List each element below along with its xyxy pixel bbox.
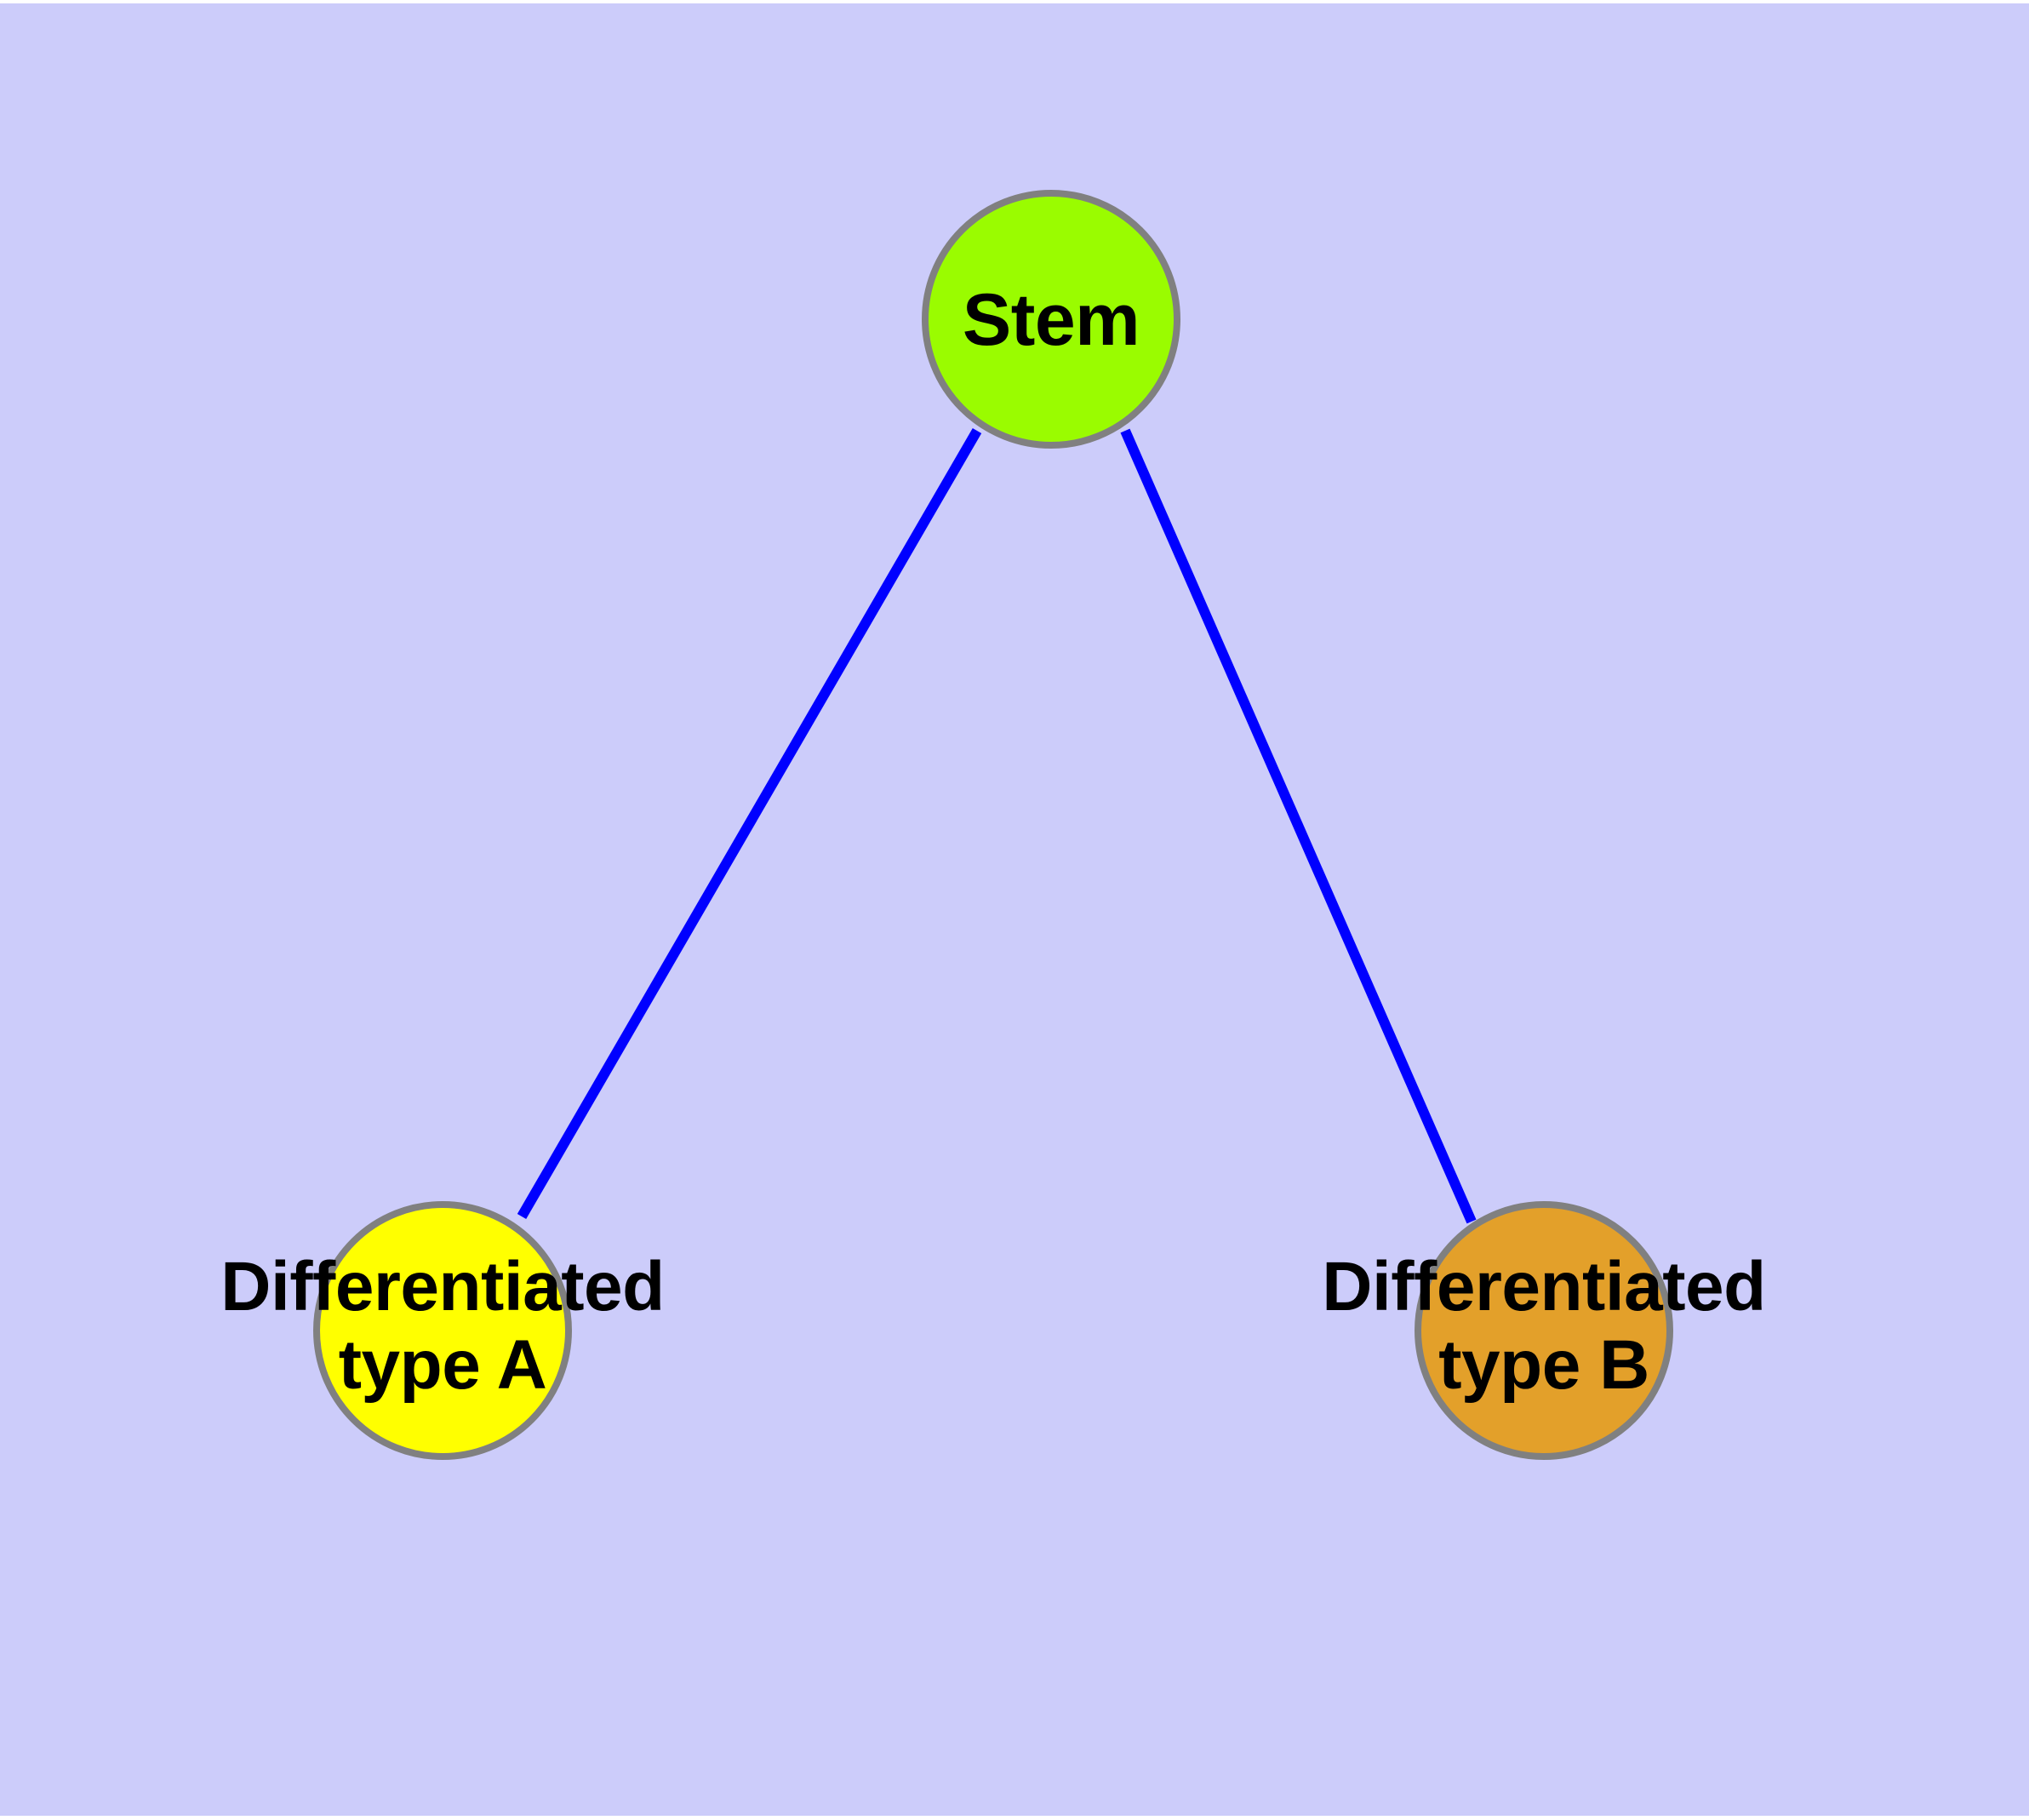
edge-stem-to-diff-b[interactable] bbox=[1120, 428, 1477, 1224]
node-differentiated-type-a[interactable] bbox=[313, 1201, 572, 1460]
node-stem[interactable] bbox=[922, 190, 1180, 449]
edge-stem-to-diff-a[interactable] bbox=[517, 427, 982, 1220]
node-differentiated-type-b[interactable] bbox=[1415, 1201, 1673, 1460]
